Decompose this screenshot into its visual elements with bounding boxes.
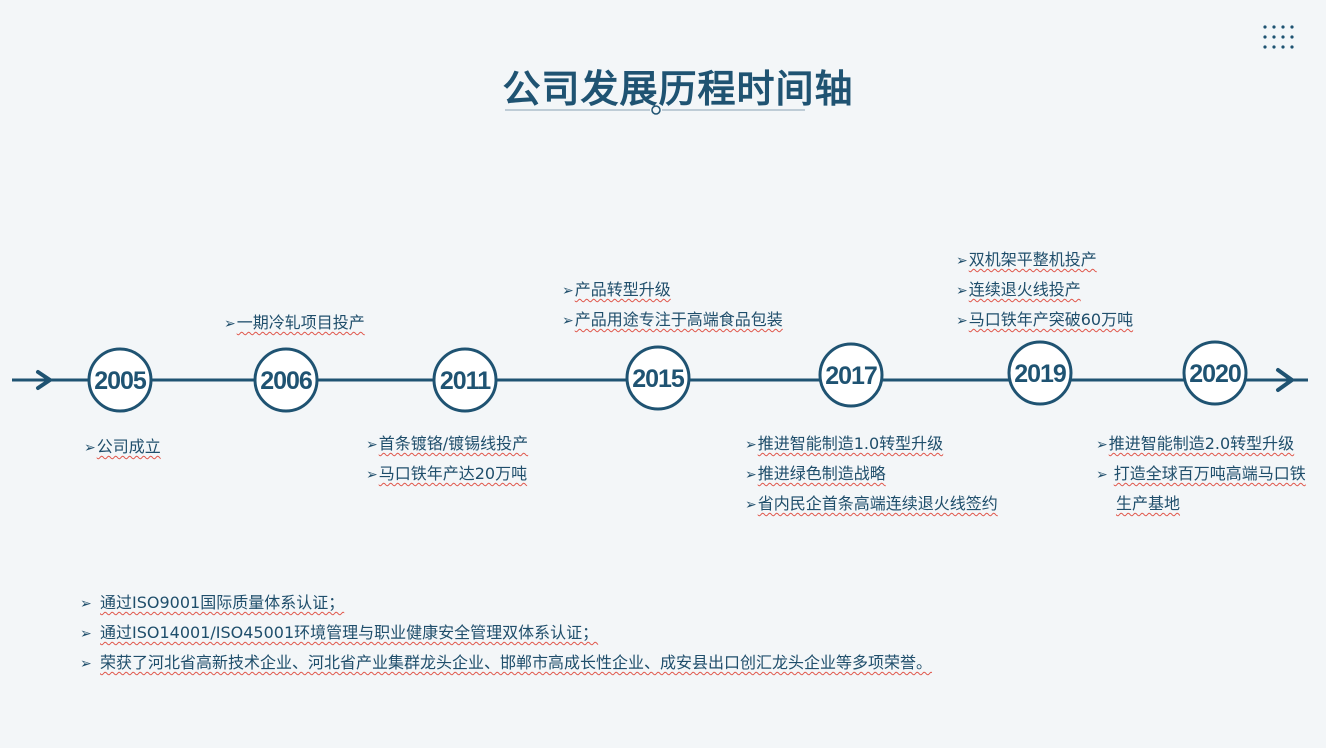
arrow-bullet-icon: ➢ (80, 656, 92, 672)
event-2015-2: ➢产品用途专注于高端食品包装 (562, 310, 783, 329)
event-2017-3: ➢省内民企首条高端连续退火线签约 (745, 494, 998, 513)
note-1: ➢通过ISO9001国际质量体系认证； (80, 593, 345, 612)
event-2005-1: ➢公司成立 (84, 437, 161, 456)
year-label: 2020 (1189, 360, 1241, 388)
year-node-2015: 2015 (625, 345, 691, 411)
year-label: 2006 (260, 367, 312, 395)
event-2019-2: ➢连续退火线投产 (956, 280, 1081, 299)
year-label: 2005 (94, 367, 147, 395)
arrow-bullet-icon: ➢ (562, 313, 574, 329)
arrow-bullet-icon: ➢ (745, 467, 757, 483)
title-divider (505, 105, 805, 115)
year-node-2006: 2006 (253, 347, 319, 413)
arrow-bullet-icon: ➢ (745, 437, 757, 453)
arrow-bullet-icon: ➢ (80, 626, 92, 642)
arrow-bullet-icon: ➢ (956, 253, 968, 269)
arrow-bullet-icon: ➢ (84, 440, 96, 456)
arrow-bullet-icon: ➢ (1096, 437, 1108, 453)
year-label: 2015 (632, 365, 685, 393)
event-2006-1: ➢一期冷轧项目投产 (224, 313, 365, 332)
event-2020-2: ➢打造全球百万吨高端马口铁 (1096, 464, 1306, 483)
arrow-bullet-icon: ➢ (562, 283, 574, 299)
event-2017-2: ➢推进绿色制造战略 (745, 464, 886, 483)
arrow-bullet-icon: ➢ (745, 497, 757, 513)
note-3: ➢荣获了河北省高新技术企业、河北省产业集群龙头企业、邯郸市高成长性企业、成安县出… (80, 653, 933, 672)
arrow-bullet-icon: ➢ (366, 467, 378, 483)
year-node-2020: 2020 (1182, 340, 1248, 406)
event-2011-2: ➢马口铁年产达20万吨 (366, 464, 528, 483)
arrow-bullet-icon: ➢ (366, 437, 378, 453)
event-2019-1: ➢双机架平整机投产 (956, 250, 1097, 269)
year-label: 2017 (825, 362, 877, 390)
event-2020-3: 生产基地 (1116, 494, 1181, 513)
year-node-2011: 2011 (432, 347, 498, 413)
event-2017-1: ➢推进智能制造1.0转型升级 (745, 434, 944, 453)
arrow-bullet-icon: ➢ (956, 313, 968, 329)
note-2: ➢通过ISO14001/ISO45001环境管理与职业健康安全管理双体系认证； (80, 623, 599, 642)
year-label: 2011 (440, 367, 491, 395)
event-2019-3: ➢马口铁年产突破60万吨 (956, 310, 1134, 329)
arrow-bullet-icon: ➢ (224, 316, 236, 332)
year-node-2017: 2017 (818, 342, 884, 408)
double-chevron-right-icon (36, 370, 52, 390)
grid-dots-icon[interactable] (1262, 24, 1294, 50)
page-title: 公司发展历程时间轴 (502, 67, 854, 111)
year-label: 2019 (1014, 360, 1066, 388)
event-2015-1: ➢产品转型升级 (562, 280, 671, 299)
event-2011-1: ➢首条镀铬/镀锡线投产 (366, 434, 529, 453)
timeline-axis: 2005 2006 2011 2015 2017 2019 2020 (12, 340, 1308, 413)
arrow-bullet-icon: ➢ (80, 596, 92, 612)
arrow-bullet-icon: ➢ (1096, 467, 1108, 483)
year-node-2019: 2019 (1007, 340, 1073, 406)
event-2020-1: ➢推进智能制造2.0转型升级 (1096, 434, 1295, 453)
double-chevron-right-icon (1276, 368, 1294, 392)
year-node-2005: 2005 (87, 347, 153, 413)
arrow-bullet-icon: ➢ (956, 283, 968, 299)
